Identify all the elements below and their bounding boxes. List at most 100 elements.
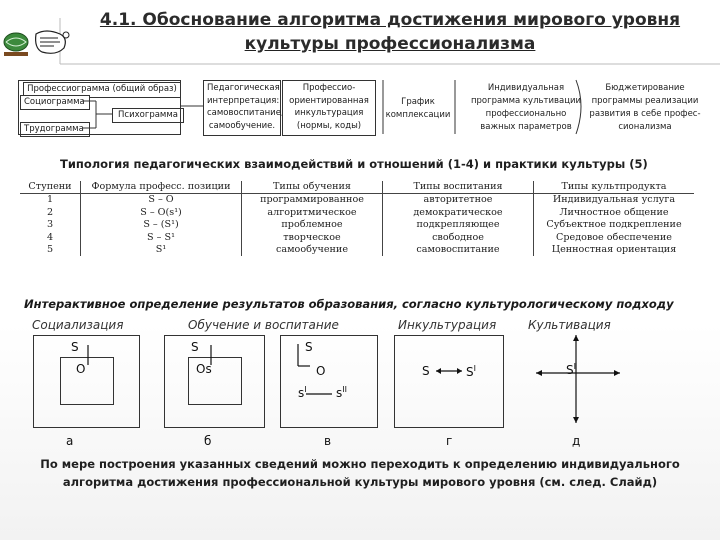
scheme-b-object: Os [196,362,212,376]
scheme-letter-v: в [324,434,332,448]
scheme-a-outer [33,335,140,428]
table-cell: S¹ [80,244,242,257]
schedule-block: График комплексации [383,96,453,122]
table-cell: S – O(s¹) [80,206,242,220]
professional-box: Профессио- ориентированная инкультурация… [282,80,376,136]
scheme-d-label: SI [566,362,576,377]
budgeting-block: Бюджетирование программы реализации разв… [584,82,706,134]
scheme-g-right-base: S [466,365,474,379]
table-row: 3 S – (S¹) проблемное подкрепляющее Субъ… [20,219,694,232]
diagram-connectors [82,79,582,135]
logo [2,26,76,60]
table-cell: свободное [382,231,534,245]
laborgram-label: Трудограмма [24,124,84,134]
individual-line: Индивидуальная [487,83,565,93]
budgeting-line: развития в себе профес- [589,109,701,119]
caption-training: Обучение и воспитание [188,318,339,332]
table-cell: Личностное общение [559,206,669,218]
scheme-g-outer [394,335,504,428]
scheme-g-arrow [436,368,462,374]
budgeting-line: программы реализации [591,96,699,106]
table-cell: 5 [20,244,81,257]
scheme-v-right-base: s [336,386,343,400]
scheme-d-label-base: S [566,363,574,377]
scheme-v-right-sup: II [342,385,347,394]
individual-line: программа культивации [470,96,582,106]
table-cell: 1 [20,193,81,207]
scheme-v-outer [280,335,378,428]
table-cell: 3 [20,219,81,232]
individual-line: профессионально [485,109,567,119]
scheme-g-right-sup: I [473,364,476,373]
budgeting-line: Бюджетирование [605,83,685,93]
column-header: Ступени [20,181,81,195]
scheme-a-object: O [76,362,86,376]
table-cell: 2 [20,206,81,220]
table-cell: программированное [241,193,383,207]
column-header: Типы культпродукта [533,181,694,195]
table-cell: Индивидуальная услуга [552,194,676,206]
globe-book-icon [3,30,70,56]
table-cell: Средовое обеспечение [556,231,672,243]
table-cell: 4 [20,231,81,245]
scheme-a-inner [60,357,114,405]
scheme-v-left: sI [298,385,307,400]
sociogram-box: Социограмма [20,95,90,110]
interactive-heading: Интерактивное определение результатов об… [24,297,674,311]
pedagogical-line: самовоспитание, [207,108,284,118]
table-cell: авторитетное [382,193,534,207]
page-title-line1: 4.1. Обоснование алгоритма достижения ми… [99,10,681,30]
table-cell: алгоритмическое [241,206,383,220]
table-cell: творческое [241,231,383,245]
table-header-row: Ступени Формула професс. позиции Типы об… [20,181,694,195]
scheme-v-arrows [297,344,332,395]
professional-line: ориентированная [289,95,369,106]
individual-line: важных параметров [480,122,572,132]
scheme-b-arrow [210,345,212,365]
professiogram-frame [18,80,181,135]
footer-text: По мере построения указанных сведений мо… [0,455,720,491]
pedagogical-box: Педагогическая интерпретация: самовоспит… [203,80,284,136]
schedule-line: комплексации [385,110,451,120]
table-cell: Ценностная ориентация [551,244,677,256]
table-row: 4 S – S¹ творческое свободное Средовое о… [20,231,694,245]
footer-line1: По мере построения указанных сведений мо… [40,457,680,471]
schedule-line: График [401,97,435,107]
table-cell: S – O [80,193,242,207]
scroll-icon [35,30,70,54]
column-header: Формула професс. позиции [80,181,242,195]
pedagogical-line: интерпретация: [207,95,280,106]
caption-cultivation: Культивация [528,318,611,332]
typology-heading: Типология педагогических взаимодействий … [60,157,648,171]
table-cell: Субъектное подкрепление [546,219,682,231]
scheme-g-left: S [422,364,430,378]
professiogram-label: Профессиограмма (общий образ) [27,84,177,94]
budgeting-line: сионализма [618,122,672,132]
scheme-letter-a: а [66,434,74,448]
scheme-v-left-sup: I [304,385,307,394]
table-row: 1 S – O программированное авторитетное И… [20,193,694,207]
column-header: Типы обучения [241,181,383,195]
psychogram-box: Психограмма [112,108,184,123]
table-cell: проблемное [241,219,383,232]
professiogram-box: Профессиограмма (общий образ) [23,82,181,98]
caption-socialization: Социализация [32,318,124,332]
psychogram-label: Психограмма [118,110,178,120]
scheme-v-left-base: s [298,386,305,400]
scheme-b-subject: S [191,340,199,354]
table-row: 2 S – O(s¹) алгоритмическое демократичес… [20,206,694,220]
scheme-b-outer [164,335,265,428]
professional-line: (нормы, коды) [296,120,362,131]
caption-inculturation: Инкультурация [398,318,497,332]
pedagogical-line: самообучение. [208,120,276,131]
individual-block: Индивидуальная программа культивации про… [466,82,586,134]
table-row: 5 S¹ самообучение самовоспитание Ценност… [20,244,694,257]
scheme-b-inner [188,357,242,405]
scheme-letter-d: д [572,434,581,448]
table-cell: S – (S¹) [80,219,242,232]
scheme-v-object: O [316,364,326,378]
scheme-a-subject: S [71,340,79,354]
scheme-v-right: sII [336,385,347,400]
scheme-v-subject: S [305,340,313,354]
professional-line: инкультурация [294,108,364,118]
